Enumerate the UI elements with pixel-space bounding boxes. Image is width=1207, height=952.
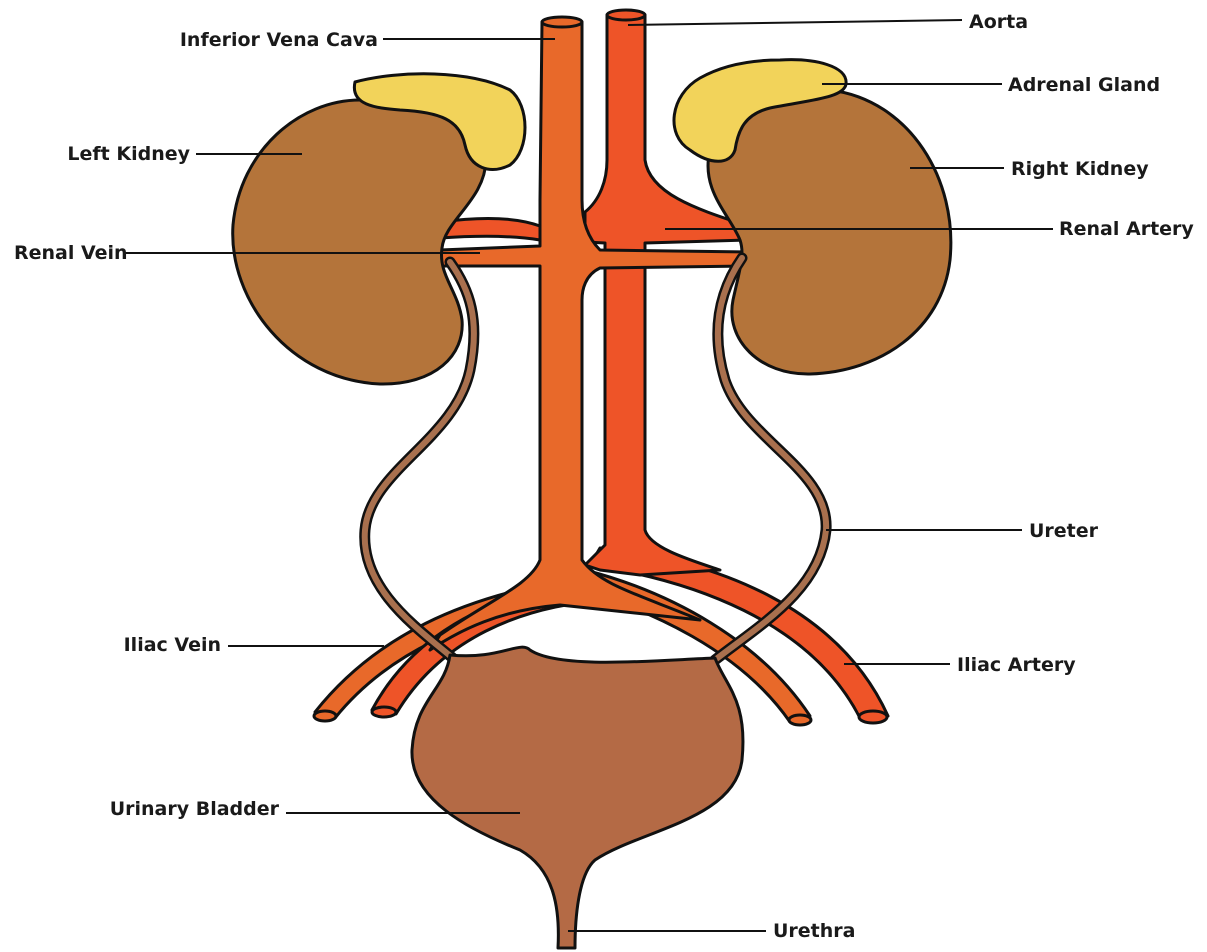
label-renal-vein: Renal Vein — [14, 242, 128, 264]
iliac-vein-right-end — [789, 715, 811, 725]
label-aorta: Aorta — [969, 11, 1028, 33]
label-adrenal-gland: Adrenal Gland — [1008, 74, 1160, 96]
label-urethra: Urethra — [773, 920, 856, 942]
label-iliac-vein: Iliac Vein — [124, 634, 221, 656]
leader-aorta — [628, 20, 962, 25]
left-kidney — [233, 100, 486, 384]
iliac-artery-right-end — [859, 711, 887, 723]
label-right-kidney: Right Kidney — [1011, 158, 1149, 180]
right-kidney — [708, 89, 951, 374]
iliac-artery-left-end — [372, 707, 396, 717]
label-inferior-vena-cava: Inferior Vena Cava — [180, 29, 378, 51]
inferior-vena-cava-top — [542, 17, 582, 27]
label-iliac-artery: Iliac Artery — [957, 654, 1076, 676]
urinary-bladder — [412, 647, 743, 948]
iliac-vein-left-end — [314, 711, 336, 721]
label-left-kidney: Left Kidney — [67, 143, 190, 165]
label-ureter: Ureter — [1029, 520, 1099, 542]
label-renal-artery: Renal Artery — [1059, 218, 1194, 240]
label-urinary-bladder: Urinary Bladder — [110, 798, 280, 820]
aorta-top — [607, 10, 645, 20]
